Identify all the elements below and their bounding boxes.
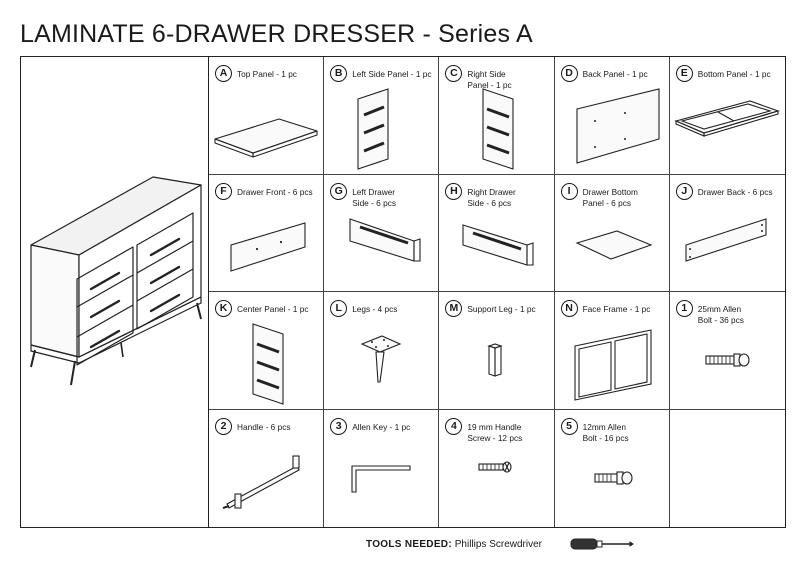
part-label: Bottom Panel - 1 pc xyxy=(697,69,771,79)
part-id-badge: I xyxy=(560,182,578,200)
part-id-badge: H xyxy=(445,182,463,200)
empty-cell xyxy=(670,410,785,528)
part-label: Handle - 6 pcs xyxy=(237,421,291,432)
tools-label: TOOLS NEEDED: xyxy=(366,539,452,550)
part-label: Right Drawer Side - 6 pcs xyxy=(467,186,516,208)
drawer-front-icon xyxy=(230,221,306,272)
dresser-illustration xyxy=(21,57,209,527)
part-label: Allen Key - 1 pc xyxy=(352,421,411,432)
parts-grid: A Top Panel - 1 pc B Left Side Panel - 1… xyxy=(209,57,785,527)
part-label: Face Frame - 1 pc xyxy=(582,304,651,314)
part-label: Back Panel - 1 pc xyxy=(582,69,648,79)
top-panel-icon xyxy=(214,118,318,158)
part-id-badge: K xyxy=(215,300,232,317)
part-cell-4: 4 19 mm Handle Screw - 12 pcs xyxy=(439,409,555,527)
drawer-bottom-panel-icon xyxy=(575,229,653,260)
support-leg-icon xyxy=(487,343,504,377)
part-cell-l: L Legs - 4 pcs xyxy=(324,292,440,410)
part-id-badge: 5 xyxy=(560,417,578,435)
right-side-panel-icon xyxy=(482,88,514,170)
part-cell-f: F Drawer Front - 6 pcs xyxy=(209,174,325,292)
part-id-badge: J xyxy=(675,182,693,200)
part-cell-3: 3 Allen Key - 1 pc xyxy=(324,409,440,527)
part-label: Legs - 4 pcs xyxy=(352,304,398,314)
back-panel-icon xyxy=(576,88,660,164)
part-cell-k: K Center Panel - 1 pc xyxy=(209,292,325,410)
handle-screw-icon xyxy=(478,460,512,473)
part-id-badge: M xyxy=(445,300,463,317)
part-cell-a: A Top Panel - 1 pc xyxy=(209,57,325,175)
part-id-badge: F xyxy=(215,182,232,200)
part-cell-g: G Left Drawer Side - 6 pcs xyxy=(324,174,440,292)
dresser-icon xyxy=(30,176,202,386)
part-cell-n: N Face Frame - 1 pc xyxy=(554,292,670,410)
part-cell-e: E Bottom Panel - 1 pc xyxy=(669,57,785,175)
part-id-badge: 2 xyxy=(215,417,232,435)
part-label: Left Side Panel - 1 pc xyxy=(352,69,432,79)
bottom-panel-icon xyxy=(674,100,780,137)
part-cell-d: D Back Panel - 1 pc xyxy=(554,57,670,175)
part-label: 19 mm Handle Screw - 12 pcs xyxy=(467,421,523,443)
part-id-badge: E xyxy=(675,65,693,82)
part-cell-i: I Drawer Bottom Panel - 6 pcs xyxy=(554,174,670,292)
part-cell-m: M Support Leg - 1 pc xyxy=(439,292,555,410)
part-label: Top Panel - 1 pc xyxy=(237,69,297,79)
part-id-badge: 1 xyxy=(675,300,693,317)
part-label: Right Side Panel - 1 pc xyxy=(467,69,512,90)
part-label: Support Leg - 1 pc xyxy=(467,304,536,314)
part-label: Left Drawer Side - 6 pcs xyxy=(352,186,396,208)
part-id-badge: C xyxy=(445,65,463,82)
parts-sheet: A Top Panel - 1 pc B Left Side Panel - 1… xyxy=(20,56,786,528)
part-label: 12mm Allen Bolt - 16 pcs xyxy=(582,421,629,443)
part-cell-j: J Drawer Back - 6 pcs xyxy=(669,175,785,292)
part-id-badge: N xyxy=(560,300,578,317)
part-id-badge: D xyxy=(560,65,578,82)
part-label: Drawer Bottom Panel - 6 pcs xyxy=(582,186,638,208)
part-label: Center Panel - 1 pc xyxy=(237,304,309,314)
part-cell-2: 2 Handle - 6 pcs xyxy=(209,409,325,527)
part-label: Drawer Back - 6 pcs xyxy=(697,186,773,197)
part-label: Drawer Front - 6 pcs xyxy=(237,186,313,197)
allen-key-icon xyxy=(351,464,411,493)
allen-bolt-25mm-icon xyxy=(705,353,750,367)
part-cell-b: B Left Side Panel - 1 pc xyxy=(324,57,440,175)
handle-icon xyxy=(222,454,300,509)
part-label: 25mm Allen Bolt - 36 pcs xyxy=(697,304,744,325)
part-id-badge: A xyxy=(215,65,232,82)
part-id-badge: G xyxy=(330,182,348,200)
part-id-badge: 4 xyxy=(445,417,463,435)
part-id-badge: 3 xyxy=(330,417,348,435)
drawer-back-icon xyxy=(685,217,767,262)
face-frame-icon xyxy=(574,329,652,401)
part-cell-c: C Right Side Panel - 1 pc xyxy=(439,57,555,175)
page-title: LAMINATE 6-DRAWER DRESSER - Series A xyxy=(20,20,533,48)
part-cell-5: 5 12mm Allen Bolt - 16 pcs xyxy=(555,409,670,527)
leg-icon xyxy=(360,335,402,383)
part-id-badge: L xyxy=(330,300,348,317)
left-drawer-side-icon xyxy=(349,217,421,262)
tools-value: Phillips Screwdriver xyxy=(454,539,542,550)
part-cell-h: H Right Drawer Side - 6 pcs xyxy=(439,174,555,292)
phillips-screwdriver-icon xyxy=(570,538,634,550)
part-id-badge: B xyxy=(330,65,348,82)
right-drawer-side-icon xyxy=(462,223,534,266)
center-panel-icon xyxy=(252,323,284,405)
allen-bolt-12mm-icon xyxy=(594,470,633,485)
tools-needed: TOOLS NEEDED: Phillips Screwdriver xyxy=(366,539,542,550)
part-cell-1: 1 25mm Allen Bolt - 36 pcs xyxy=(669,292,785,410)
left-side-panel-icon xyxy=(357,88,389,170)
